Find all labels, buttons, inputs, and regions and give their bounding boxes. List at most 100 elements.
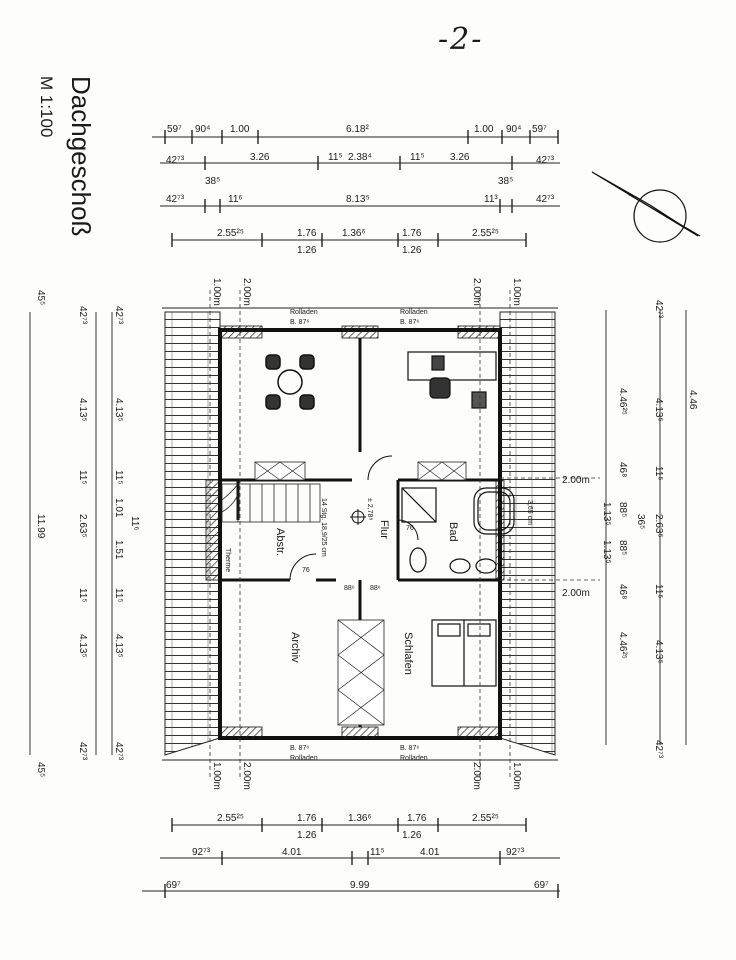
roof-slope-right: [499, 311, 556, 756]
bath-width-note: 3,65 cm: [526, 500, 533, 525]
room-bad: Bad: [447, 522, 459, 542]
dim-bot-4b: 9.99: [350, 880, 370, 891]
dim-right-2: 4.46²⁵: [617, 388, 628, 415]
dim-left-4: 4.13⁵: [77, 398, 88, 422]
dim-right-6: 11⁵: [653, 466, 664, 481]
dim-top-1d: 6.18²: [346, 124, 369, 135]
dim-top-2c: 11⁵: [328, 152, 343, 163]
height-label-tl-2: 2.00m: [241, 278, 252, 306]
height-label-br-1: 1.00m: [511, 762, 522, 790]
dim-right-3: 4.13⁵: [653, 398, 664, 422]
dim-bot-2a: 1.26: [297, 830, 317, 841]
height-label-br-2: 2.00m: [471, 762, 482, 790]
staircase: [221, 483, 321, 523]
rolladen-top-right: Rolladen: [400, 309, 428, 316]
dim-left-14: 11⁵: [113, 588, 124, 603]
dim-bot-2b: 1.26: [402, 830, 422, 841]
dim-bot-4c: 69⁷: [534, 880, 549, 891]
dashed-height-lines: [209, 290, 600, 780]
dim-top-1b: 90⁴: [195, 124, 210, 135]
dim-top-3e: 11³: [484, 194, 498, 205]
dim-top-4c: 1.36⁶: [342, 228, 366, 239]
dim-bot-4a: 69⁷: [166, 880, 181, 891]
dim-right-16: 4.13⁵: [653, 640, 664, 664]
therme-note: Therme: [224, 548, 231, 572]
height-label-tr-1: 1.00m: [511, 278, 522, 306]
dim-left-3: 42⁷³: [113, 306, 124, 325]
rolladen-bottom-right: Rolladen: [400, 755, 428, 762]
dim-right-12: 88⁵: [617, 540, 628, 555]
dim-top-4a: 2.55²⁵: [217, 228, 244, 239]
dim-bot-1b: 1.76: [297, 813, 317, 824]
level-note: ± 2,78⁸: [366, 498, 373, 520]
dim-top-2b: 3.26: [250, 152, 270, 163]
desk: [407, 351, 497, 409]
dim-top-4e: 2.55²⁵: [472, 228, 499, 239]
dim-left-1: 45⁵: [35, 290, 46, 305]
dim-top-3g: 42⁷³: [536, 194, 555, 205]
dim-bot-1c: 1.36⁶: [348, 813, 372, 824]
height-label-side-1: 2.00m: [562, 475, 590, 486]
dim-bot-3d: 4.01: [420, 847, 440, 858]
dim-left-16: 4.13⁵: [113, 634, 124, 658]
dim-left-18: 42⁷³: [113, 742, 124, 761]
window-top-left: B. 87⁶: [290, 319, 309, 326]
door-note-4: 88⁶: [370, 585, 381, 592]
dim-right-13: 46⁸: [617, 584, 628, 599]
dim-left-12: 11⁶: [129, 516, 140, 531]
dim-top-1a: 59⁷: [167, 124, 182, 135]
dim-right-11: 1.13⁵: [601, 540, 612, 564]
dim-right-15: 4.46²⁵: [617, 632, 628, 659]
dim-right-8: 88⁵: [617, 502, 628, 517]
dim-bot-1d: 1.76: [407, 813, 427, 824]
dim-top-3f: 38⁵: [498, 176, 513, 187]
room-abstr: Abstr.: [274, 528, 286, 556]
dim-left-15: 4.13⁵: [77, 634, 88, 658]
window-top-right: B. 87⁶: [400, 319, 419, 326]
dim-top-2d: 2.38⁴: [348, 152, 372, 163]
stair-note: 14 Stg. 18,9/25 cm: [320, 498, 327, 557]
dim-top-5a: 1.26: [297, 245, 317, 256]
dim-top-5b: 1.26: [402, 245, 422, 256]
dim-bot-3c: 11⁵: [370, 847, 385, 858]
dim-right-17: 42⁷³: [653, 740, 664, 759]
dim-left-8: 1.01: [113, 498, 124, 518]
dim-left-13: 11⁵: [77, 588, 88, 603]
dim-right-4: 4.46: [687, 390, 698, 410]
dim-bot-3b: 4.01: [282, 847, 302, 858]
door-note-1: 76: [302, 567, 310, 574]
door-swings: [289, 455, 419, 581]
north-arrow: [591, 171, 701, 243]
dim-left-11: 1.51: [113, 540, 124, 560]
dimension-ticks: [164, 130, 559, 898]
dim-top-1g: 59⁷: [532, 124, 547, 135]
room-schlafen: Schlafen: [402, 632, 414, 675]
height-label-tr-2: 2.00m: [471, 278, 482, 306]
double-bed: [431, 619, 497, 687]
dim-right-9: 2.63⁵: [653, 514, 664, 538]
dim-top-1f: 90⁴: [506, 124, 521, 135]
dim-top-4b: 1.76: [297, 228, 317, 239]
dim-left-6: 11⁵: [77, 470, 88, 485]
dim-top-1e: 1.00: [474, 124, 494, 135]
dim-right-7: 1.13⁵: [601, 502, 612, 526]
room-archiv: Archiv: [289, 632, 301, 663]
height-label-bl-2: 2.00m: [241, 762, 252, 790]
height-label-bl-1: 1.00m: [211, 762, 222, 790]
dim-bot-3a: 92⁷³: [192, 847, 211, 858]
dim-top-2e: 11⁵: [410, 152, 425, 163]
door-note-3: 88⁶: [344, 585, 355, 592]
dim-top-4d: 1.76: [402, 228, 422, 239]
dim-top-2f: 3.26: [450, 152, 470, 163]
dim-top-3b: 38⁵: [205, 176, 220, 187]
dim-right-1: 42⁷³: [653, 300, 664, 319]
dim-top-2a: 42⁷³: [166, 155, 185, 166]
page-number: -2-: [438, 22, 484, 57]
dim-top-2g: 42⁷³: [536, 155, 555, 166]
level-marker: [350, 509, 366, 525]
dim-top-3c: 11⁶: [228, 194, 243, 205]
dim-left-10: 2.63⁵: [77, 514, 88, 538]
room-flur: Flur: [378, 520, 390, 539]
dim-top-3d: 8.13⁵: [346, 194, 370, 205]
